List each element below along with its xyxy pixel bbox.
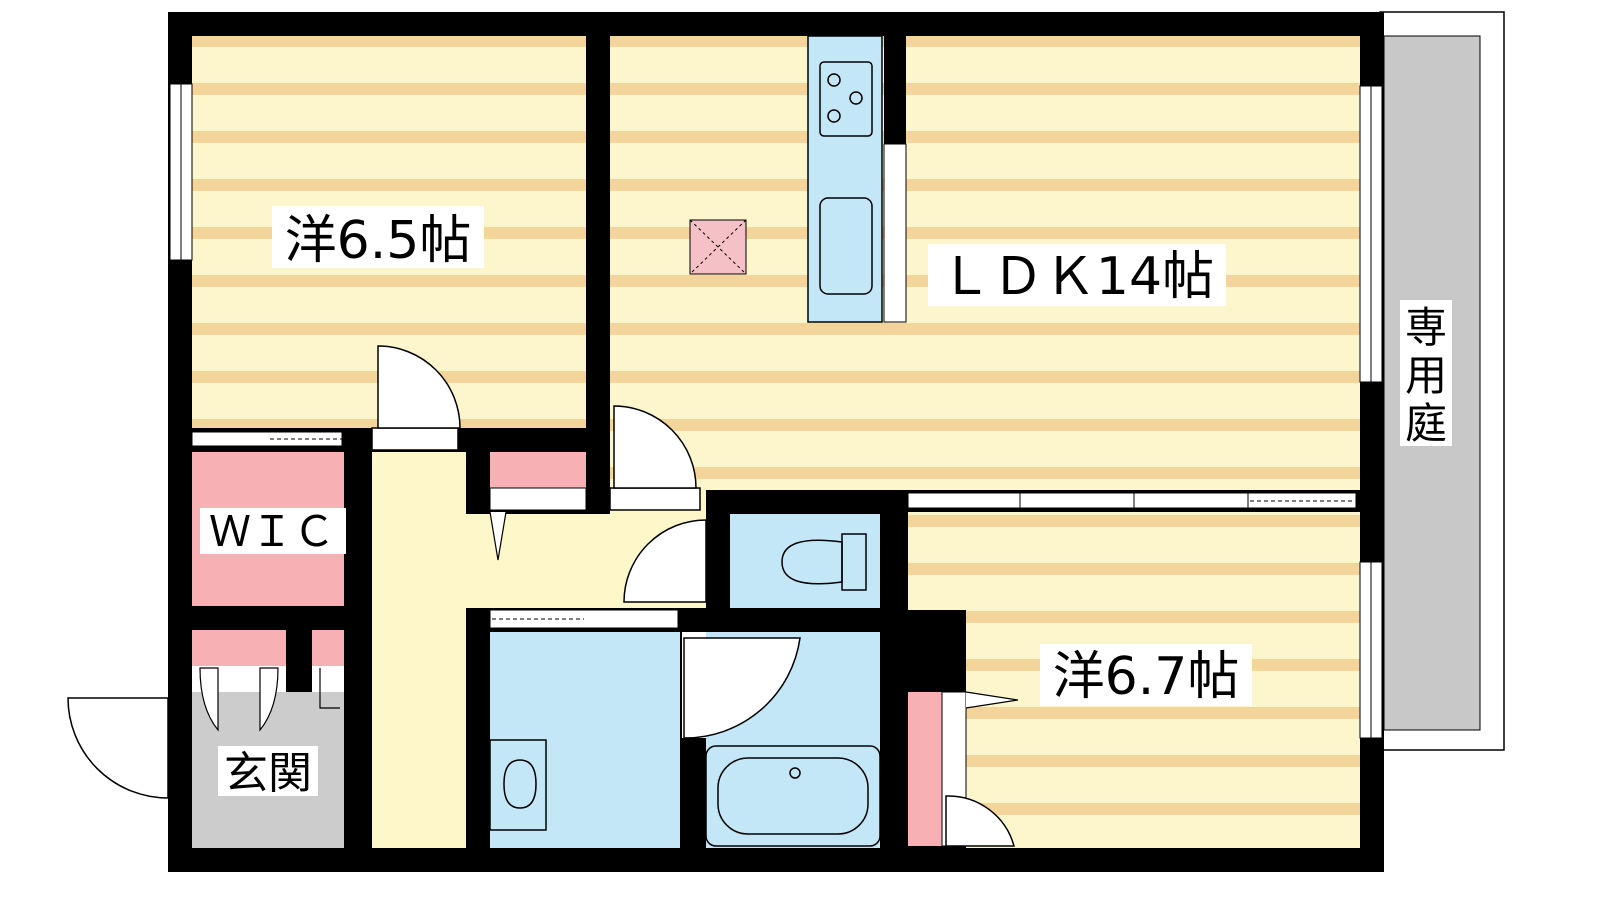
- room-label-western-b: 洋6.7帖: [1053, 647, 1240, 707]
- burner-icon: [827, 73, 841, 87]
- bathtub-basin-icon: [717, 757, 869, 835]
- garden-label-char: 用: [1405, 351, 1447, 400]
- small-closet-door: [319, 668, 340, 709]
- kitchen-counter: [807, 35, 883, 323]
- room-label-entrance: 玄関: [224, 748, 312, 799]
- door-ldk-swing: [613, 405, 697, 489]
- kitchen-wall: [884, 36, 906, 144]
- door-opening: [609, 487, 701, 511]
- burner-icon: [827, 109, 841, 123]
- wall-wic-south: [192, 606, 344, 630]
- shoe-closet-divider: [286, 630, 312, 692]
- door-opening: [371, 427, 459, 451]
- label-bg: [1040, 644, 1252, 706]
- door-toilet-swing: [623, 519, 707, 603]
- garden-label-char: 庭: [1405, 399, 1447, 448]
- label-bg: [218, 746, 318, 796]
- room-toilet: [730, 514, 880, 608]
- hall-storage-door: [489, 487, 587, 511]
- wall-toilet-west: [706, 514, 730, 608]
- shoe-closet-small: [312, 630, 344, 666]
- front-door-swing: [67, 697, 169, 799]
- label-bg: [272, 206, 484, 268]
- door-room-a-swing: [377, 345, 461, 429]
- wall-hall-west: [344, 428, 372, 848]
- garden-label-char: 専: [1405, 303, 1447, 352]
- hall-storage: [490, 452, 586, 488]
- wall-toilet-east: [880, 490, 908, 848]
- label-bg: [200, 508, 346, 554]
- toilet-bowl-icon: [781, 539, 843, 585]
- hall-door-indicator: [489, 511, 507, 561]
- room-b-closet: [908, 692, 942, 846]
- wall-ldk-west: [586, 36, 610, 510]
- door-bath-swing: [683, 637, 801, 739]
- room-label-wic: ＷＩＣ: [209, 507, 335, 556]
- stove: [819, 61, 873, 137]
- hallway: [372, 452, 466, 848]
- wall-wash-west: [466, 608, 490, 848]
- room-label-ldk: ＬＤＫ14帖: [940, 247, 1214, 307]
- closet-door-indicator: [965, 691, 1019, 709]
- floor-hatch-cross-icon: [689, 219, 747, 275]
- basin-bowl-icon: [503, 759, 537, 809]
- closet-door-swing: [945, 795, 1015, 847]
- label-bg: [928, 244, 1226, 306]
- counter-end: [883, 143, 907, 323]
- kitchen-sink: [819, 197, 873, 295]
- shoe-closet-door-swing: [199, 667, 279, 732]
- burner-icon: [849, 91, 863, 105]
- room-label-western-a: 洋6.5帖: [285, 211, 472, 271]
- drain-icon: [789, 767, 801, 779]
- wall-hall-east: [466, 428, 490, 514]
- shoe-closet: [192, 630, 286, 666]
- wall-toilet-north: [706, 490, 908, 514]
- label-bg: [1400, 300, 1452, 446]
